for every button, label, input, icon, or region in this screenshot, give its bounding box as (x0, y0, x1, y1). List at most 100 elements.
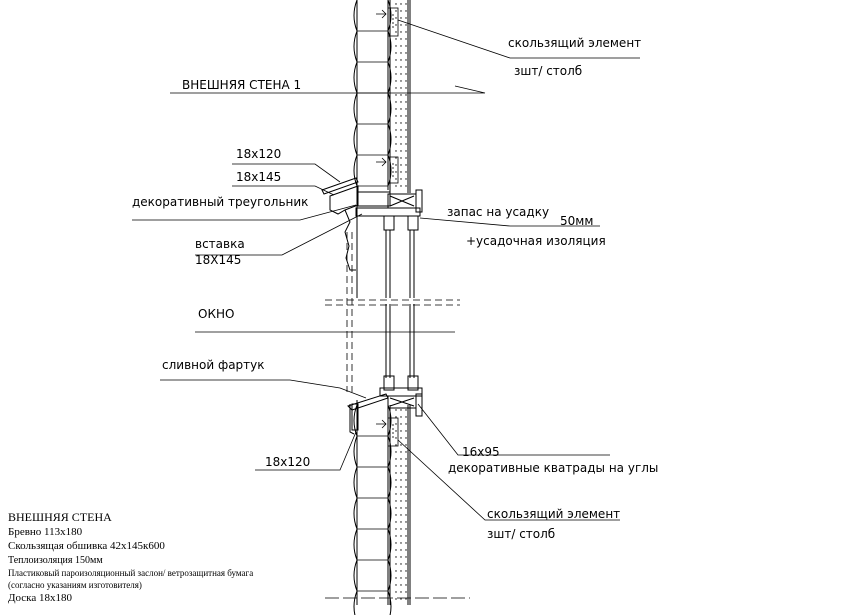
spec-line: Бревно 113x180 (8, 526, 83, 538)
insulation-dot (405, 584, 407, 586)
insulation-dot (395, 465, 397, 467)
insulation-dot (395, 535, 397, 537)
insulation-dot (400, 122, 402, 124)
insulation-dot (405, 479, 407, 481)
insulation-dot (395, 3, 397, 5)
insulation-dot (395, 73, 397, 75)
label-window: ОКНО (198, 307, 234, 321)
label-sliding-element-bottom-sub: зшт/ столб (487, 527, 555, 541)
insulation-dot (395, 451, 397, 453)
insulation-dot (400, 486, 402, 488)
log-profile (353, 497, 392, 530)
log-profile (353, 435, 392, 468)
label-shrink-insulation: +усадочная изоляция (466, 234, 606, 248)
insulation-dot (395, 45, 397, 47)
insulation-dot (395, 570, 397, 572)
insulation-dot (400, 17, 402, 19)
label-decorative-squares: декоративные кватрады на углы (448, 461, 658, 475)
insulation-dot (405, 80, 407, 82)
log-profile (353, 590, 392, 615)
label-sliding-element-top-sub: зшт/ столб (514, 64, 582, 78)
insulation-dot (405, 500, 407, 502)
label-shrink-gap: запас на усадку (447, 205, 549, 219)
insulation-dot (395, 444, 397, 446)
insulation-dot (405, 66, 407, 68)
label-wall-title: ВНЕШНЯЯ СТЕНА 1 (182, 78, 301, 92)
log-profile (353, 0, 392, 32)
insulation-dot (405, 598, 407, 600)
insulation-dot (395, 87, 397, 89)
insulation-dot (400, 94, 402, 96)
label-board-18x120-bottom: 18x120 (265, 455, 310, 469)
sliding-element-mid (376, 156, 399, 184)
insulation-dot (400, 157, 402, 159)
insulation-dot (400, 500, 402, 502)
insulation-dot (400, 3, 402, 5)
insulation-dot (400, 521, 402, 523)
insulation-dot (395, 591, 397, 593)
log-profile (353, 30, 392, 63)
insulation-dot (405, 472, 407, 474)
insulation-dot (400, 24, 402, 26)
insulation-dot (395, 542, 397, 544)
insulation-dot (395, 185, 397, 187)
insulation-dot (395, 17, 397, 19)
insulation-dot (400, 430, 402, 432)
insulation-dot (400, 108, 402, 110)
insulation-dot (405, 73, 407, 75)
sliding-element-top (376, 7, 399, 37)
insulation-dot (405, 563, 407, 565)
insulation-dot (405, 150, 407, 152)
insulation-dot (395, 430, 397, 432)
insulation-dot (405, 416, 407, 418)
label-decorative-triangle: декоративный треугольник (132, 195, 308, 209)
insulation-dot (405, 577, 407, 579)
insulation-dot (395, 472, 397, 474)
insulation-dot (395, 101, 397, 103)
insulation-dot (395, 157, 397, 159)
log-profile (353, 154, 392, 187)
insulation-dot (395, 59, 397, 61)
insulation-dot (405, 437, 407, 439)
insulation-dot (400, 535, 402, 537)
insulation-dot (405, 17, 407, 19)
insulation-dot (405, 556, 407, 558)
insulation-dot (400, 542, 402, 544)
insulation-dot (395, 500, 397, 502)
insulation-dot (395, 38, 397, 40)
insulation-dot (395, 129, 397, 131)
insulation-dot (405, 45, 407, 47)
log-profile (353, 404, 392, 437)
insulation-dot (405, 570, 407, 572)
spec-title: ВНЕШНЯЯ СТЕНА (8, 510, 112, 524)
insulation-dot (395, 31, 397, 33)
insulation-dot (395, 164, 397, 166)
insulation-dot (405, 108, 407, 110)
insulation-dot (395, 24, 397, 26)
insulation-dot (400, 493, 402, 495)
insulation-dot (405, 528, 407, 530)
insulation-dot (395, 528, 397, 530)
insulation-dot (400, 59, 402, 61)
break-lines (325, 299, 460, 306)
insulation-dot (405, 507, 407, 509)
insulation-dot (400, 38, 402, 40)
insulation-dot (405, 171, 407, 173)
insulation-dot (400, 423, 402, 425)
insulation-dot (405, 549, 407, 551)
spec-line: Доска 18x180 (8, 592, 72, 604)
insulation-dot (400, 437, 402, 439)
label-insert-size: 18X145 (195, 253, 241, 267)
insulation-dot (395, 598, 397, 600)
log-profile (353, 466, 392, 499)
insulation-dot (400, 129, 402, 131)
insulation-dot (405, 178, 407, 180)
insulation-dot (405, 409, 407, 411)
insulation-dot (400, 507, 402, 509)
insulation-dot (400, 73, 402, 75)
spec-line: Пластиковый пароизоляционный заслон/ вет… (8, 568, 253, 578)
log-profile (353, 559, 392, 592)
insulation-dot (395, 507, 397, 509)
insulation-dot (405, 430, 407, 432)
